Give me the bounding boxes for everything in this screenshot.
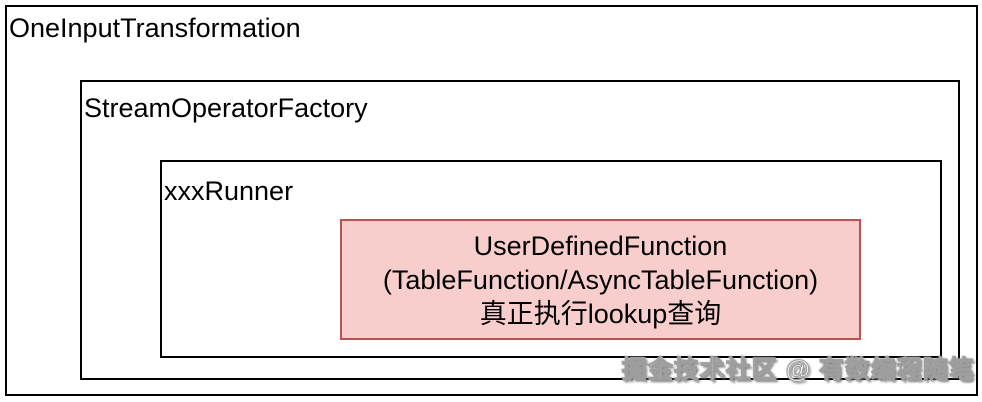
stream-operator-factory-label: StreamOperatorFactory	[84, 93, 368, 123]
udf-line-types: (TableFunction/AsyncTableFunction)	[382, 264, 819, 295]
stream-operator-factory-box: StreamOperatorFactory xxxRunner UserDefi…	[80, 80, 960, 380]
udf-box: UserDefinedFunction (TableFunction/Async…	[340, 219, 861, 340]
xxx-runner-label: xxxRunner	[164, 176, 294, 206]
udf-line-name: UserDefinedFunction	[473, 230, 728, 261]
udf-line-description: 真正执行lookup查询	[479, 298, 722, 329]
one-input-transformation-box: OneInputTransformation StreamOperatorFac…	[5, 5, 978, 396]
xxx-runner-box: xxxRunner UserDefinedFunction (TableFunc…	[160, 160, 942, 358]
watermark: 掘金技术社区 @ 有数编程随笔	[621, 356, 975, 385]
one-input-transformation-label: OneInputTransformation	[9, 13, 301, 43]
